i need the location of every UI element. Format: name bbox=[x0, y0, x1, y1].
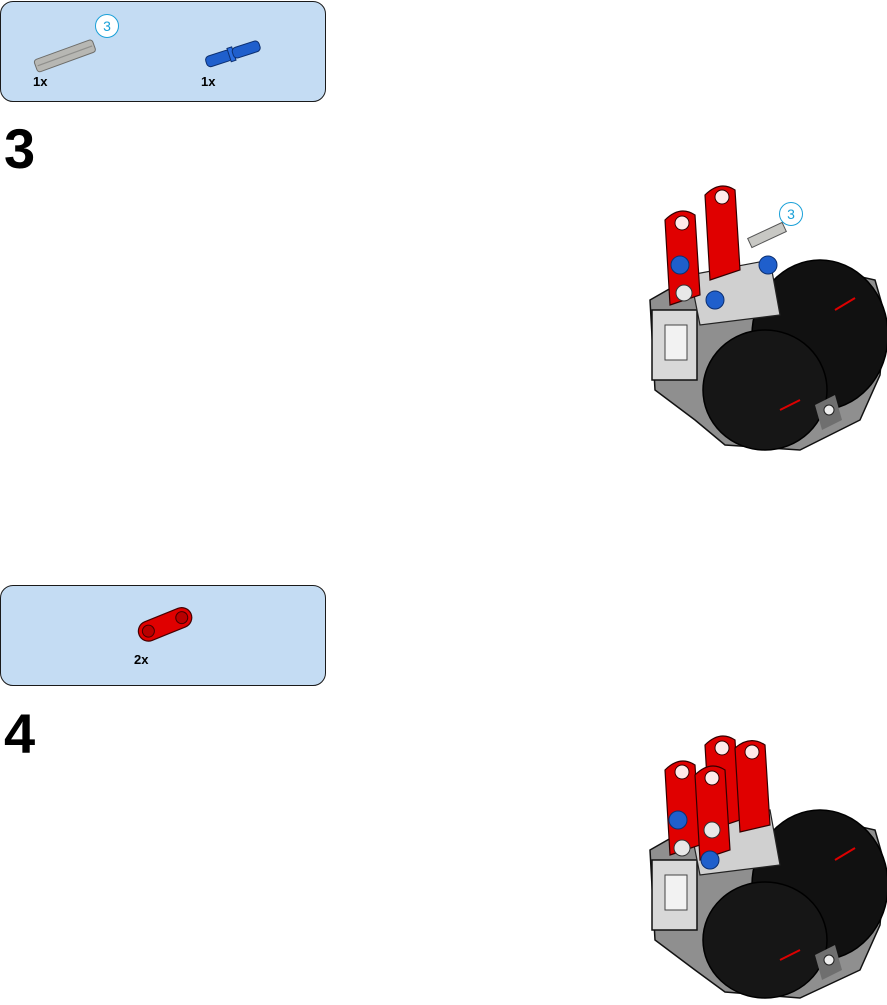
red-arm-icon bbox=[664, 185, 741, 306]
red-arm-icon bbox=[664, 735, 771, 861]
step-number: 3 bbox=[4, 117, 36, 180]
step-number: 4 bbox=[4, 702, 36, 765]
quantity-label: 2x bbox=[134, 652, 149, 667]
gray-axle-icon bbox=[33, 39, 96, 73]
quantity-label: 1x bbox=[201, 74, 216, 89]
red-connector-icon bbox=[137, 607, 193, 642]
step-4-model-illustration bbox=[649, 735, 887, 999]
step-3-model-illustration bbox=[649, 185, 887, 451]
blue-pin-icon bbox=[205, 40, 261, 68]
length-callout: 3 bbox=[95, 14, 119, 38]
length-callout: 3 bbox=[779, 202, 803, 226]
parts-list-step-4: 2x bbox=[0, 585, 326, 686]
parts-list-step-3: 1x 1x bbox=[0, 1, 326, 102]
quantity-label: 1x bbox=[33, 74, 48, 89]
